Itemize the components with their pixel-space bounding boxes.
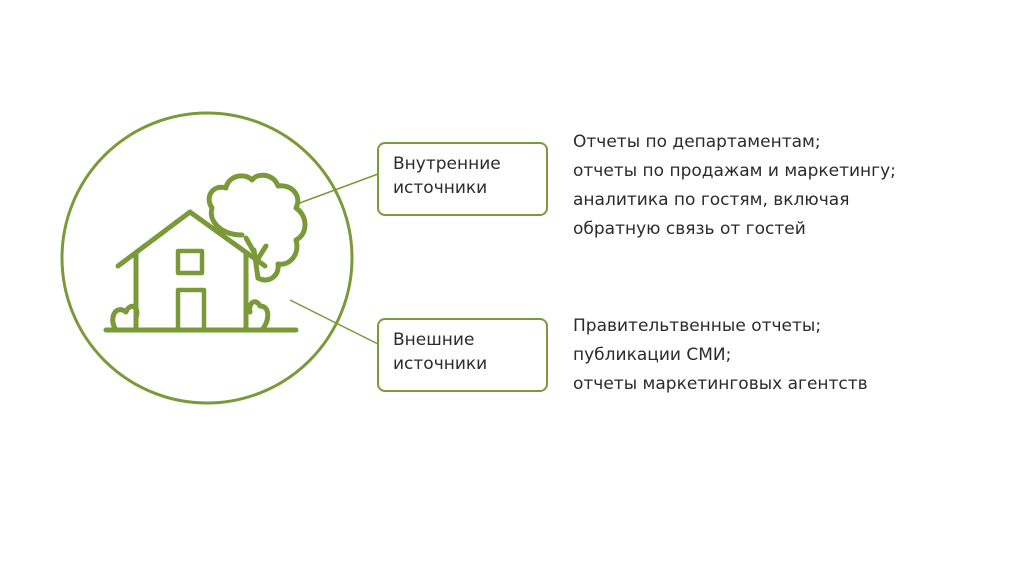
internal-detail-3: аналитика по гостям, включая [573,190,850,210]
external-sources-label-line2: источники [393,354,488,374]
internal-detail-1: Отчеты по департаментам; [573,132,821,152]
external-sources-label-line1: Внешние [393,330,475,350]
external-detail-1: Правительтвенные отчеты; [573,316,822,336]
connector-internal [296,173,379,205]
internal-detail-2: отчеты по продажам и маркетингу; [573,161,896,181]
external-sources-box: Внешние источники [377,318,548,392]
internal-sources-details: Отчеты по департаментам; отчеты по прода… [573,128,896,244]
internal-sources-label-line1: Внутренние [393,154,501,174]
outer-circle [60,111,354,405]
internal-detail-4: обратную связь от гостей [573,219,806,239]
external-detail-2: публикации СМИ; [573,345,732,365]
internal-sources-box: Внутренние источники [377,142,548,216]
house-with-tree-icon [103,172,308,333]
connector-external [289,299,379,345]
external-sources-details: Правительтвенные отчеты; публикации СМИ;… [573,312,868,399]
external-detail-3: отчеты маркетинговых агентств [573,374,868,394]
internal-sources-label-line2: источники [393,178,488,198]
